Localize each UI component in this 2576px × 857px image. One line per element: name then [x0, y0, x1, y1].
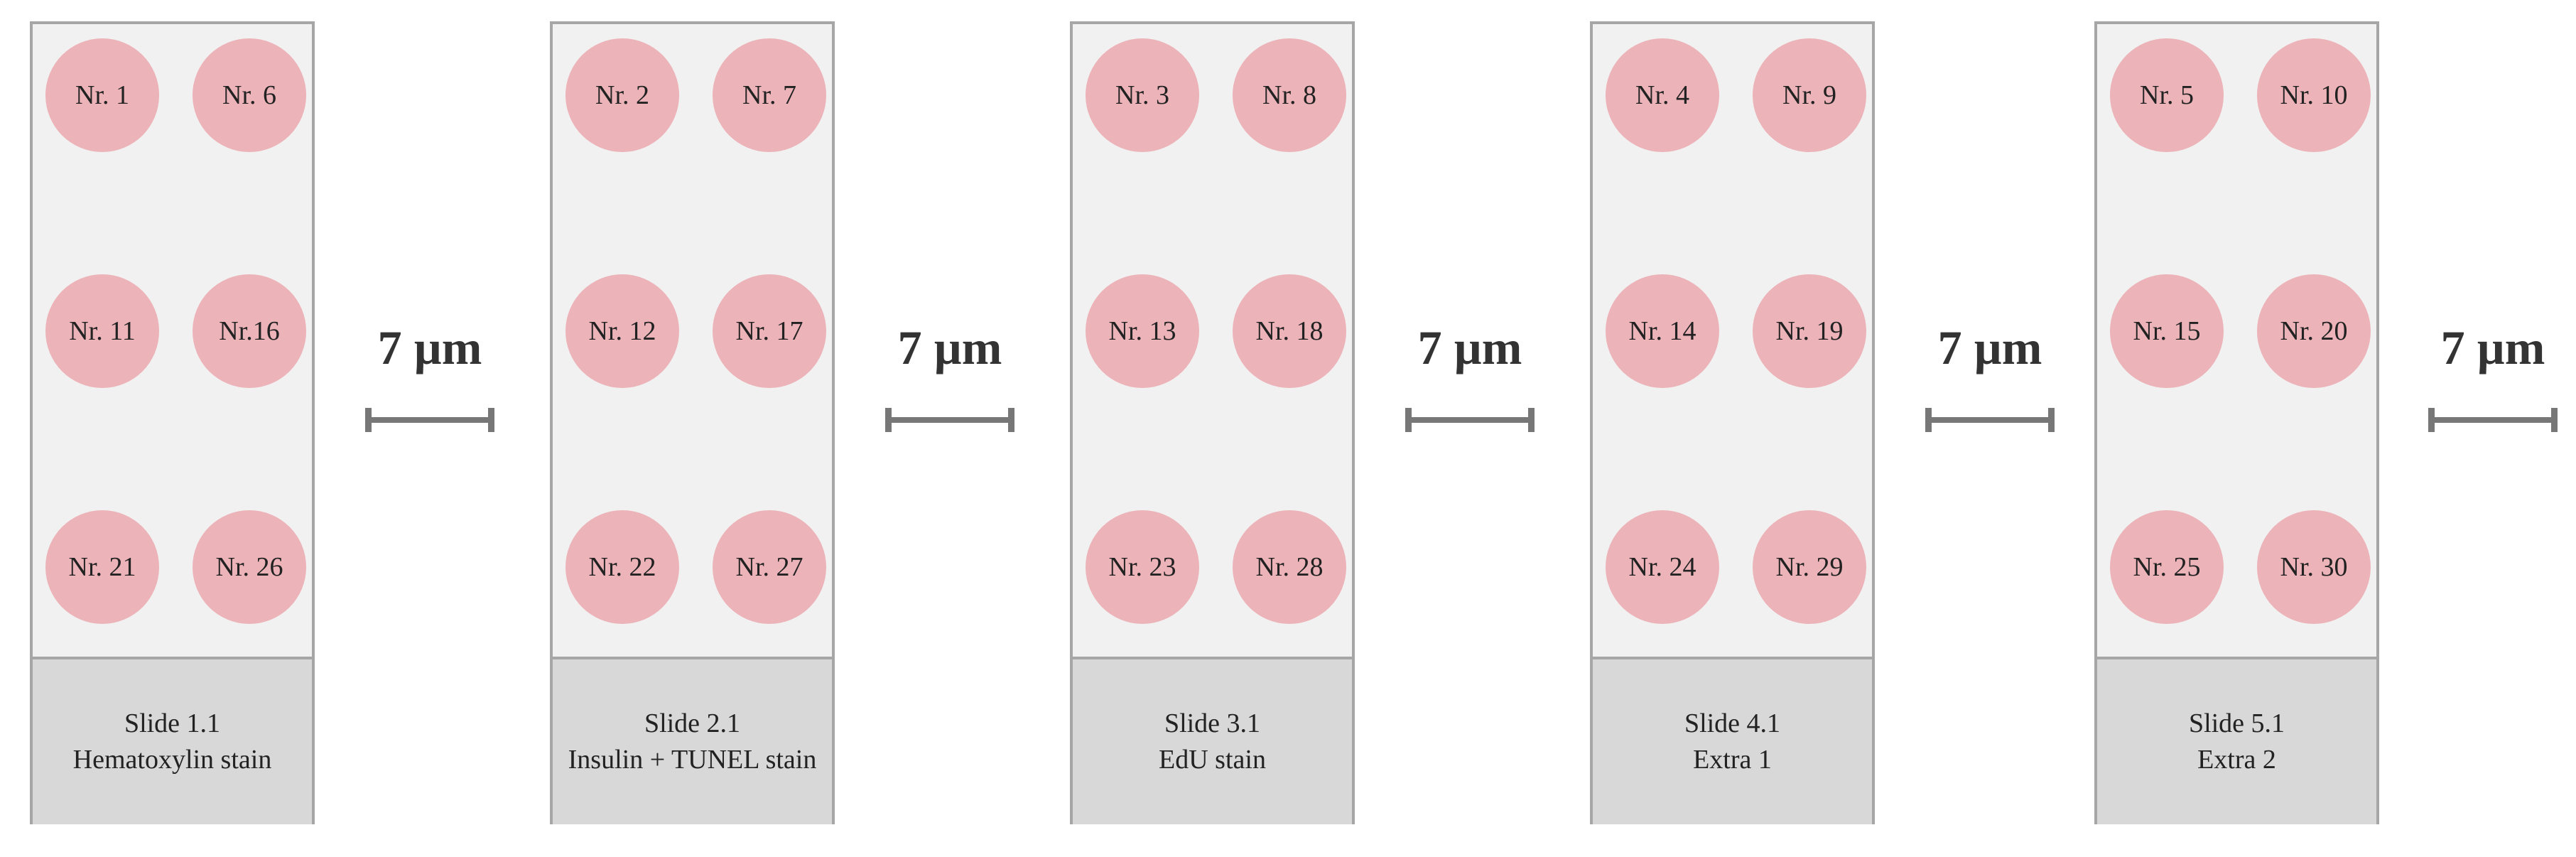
section-circle: Nr. 26: [193, 510, 306, 624]
slide-2: Nr. 2 Nr. 7 Nr. 12 Nr. 17 Nr. 22 Nr. 27 …: [550, 21, 835, 824]
slide-2-sections: Nr. 2 Nr. 7 Nr. 12 Nr. 17 Nr. 22 Nr. 27: [553, 24, 832, 657]
slide-1: Nr. 1 Nr. 6 Nr. 11 Nr.16 Nr. 21 Nr. 26 S…: [30, 21, 315, 824]
section-circle: Nr.16: [193, 274, 306, 388]
slide-5-label-area: Slide 5.1 Extra 2: [2097, 657, 2376, 824]
section-circle: Nr. 2: [565, 38, 679, 152]
slide-4: Nr. 4 Nr. 9 Nr. 14 Nr. 19 Nr. 24 Nr. 29 …: [1590, 21, 1875, 824]
slide-4-label-area: Slide 4.1 Extra 1: [1593, 657, 1872, 824]
slide-3-sections: Nr. 3 Nr. 8 Nr. 13 Nr. 18 Nr. 23 Nr. 28: [1073, 24, 1352, 657]
scale-bar: [1405, 408, 1535, 432]
slide-5: Nr. 5 Nr. 10 Nr. 15 Nr. 20 Nr. 25 Nr. 30…: [2094, 21, 2379, 824]
section-circle: Nr. 24: [1606, 510, 1719, 624]
scale-bar: [2428, 408, 2558, 432]
section-spacing-1: 7 µm: [362, 320, 497, 448]
slide-title: Slide 4.1: [1684, 708, 1781, 738]
section-spacing-4: 7 µm: [1922, 320, 2057, 448]
section-circle: Nr. 17: [713, 274, 826, 388]
spacing-label: 7 µm: [2440, 320, 2545, 374]
slide-3: Nr. 3 Nr. 8 Nr. 13 Nr. 18 Nr. 23 Nr. 28 …: [1070, 21, 1355, 824]
slide-2-label-area: Slide 2.1 Insulin + TUNEL stain: [553, 657, 832, 824]
section-circle: Nr. 6: [193, 38, 306, 152]
section-circle: Nr. 5: [2110, 38, 2224, 152]
section-circle: Nr. 19: [1753, 274, 1866, 388]
scale-bar: [1925, 408, 2055, 432]
section-circle: Nr. 30: [2257, 510, 2371, 624]
section-circle: Nr. 8: [1233, 38, 1346, 152]
scale-bar: [365, 408, 494, 432]
slide-title: Slide 5.1: [2188, 708, 2285, 738]
section-circle: Nr. 18: [1233, 274, 1346, 388]
section-circle: Nr. 27: [713, 510, 826, 624]
slide-stain: Extra 2: [2197, 745, 2276, 775]
slide-1-sections: Nr. 1 Nr. 6 Nr. 11 Nr.16 Nr. 21 Nr. 26: [33, 24, 312, 657]
section-circle: Nr. 29: [1753, 510, 1866, 624]
spacing-label: 7 µm: [1417, 320, 1522, 374]
slide-stain: EdU stain: [1159, 745, 1266, 775]
section-circle: Nr. 21: [45, 510, 159, 624]
section-spacing-2: 7 µm: [882, 320, 1017, 448]
section-circle: Nr. 14: [1606, 274, 1719, 388]
slide-4-sections: Nr. 4 Nr. 9 Nr. 14 Nr. 19 Nr. 24 Nr. 29: [1593, 24, 1872, 657]
section-spacing-3: 7 µm: [1402, 320, 1537, 448]
section-spacing-5: 7 µm: [2425, 320, 2560, 448]
slide-stain: Insulin + TUNEL stain: [568, 745, 817, 775]
section-circle: Nr. 28: [1233, 510, 1346, 624]
spacing-label: 7 µm: [377, 320, 482, 374]
section-circle: Nr. 25: [2110, 510, 2224, 624]
section-circle: Nr. 12: [565, 274, 679, 388]
section-circle: Nr. 23: [1086, 510, 1199, 624]
section-circle: Nr. 9: [1753, 38, 1866, 152]
section-circle: Nr. 10: [2257, 38, 2371, 152]
section-circle: Nr. 1: [45, 38, 159, 152]
slide-1-label-area: Slide 1.1 Hematoxylin stain: [33, 657, 312, 824]
slide-title: Slide 2.1: [644, 708, 741, 738]
section-circle: Nr. 11: [45, 274, 159, 388]
spacing-label: 7 µm: [1937, 320, 2042, 374]
section-circle: Nr. 4: [1606, 38, 1719, 152]
section-circle: Nr. 7: [713, 38, 826, 152]
slide-3-label-area: Slide 3.1 EdU stain: [1073, 657, 1352, 824]
section-circle: Nr. 3: [1086, 38, 1199, 152]
scale-bar: [885, 408, 1014, 432]
section-circle: Nr. 22: [565, 510, 679, 624]
section-circle: Nr. 15: [2110, 274, 2224, 388]
slide-title: Slide 1.1: [124, 708, 221, 738]
slide-title: Slide 3.1: [1164, 708, 1261, 738]
spacing-label: 7 µm: [897, 320, 1002, 374]
section-circle: Nr. 13: [1086, 274, 1199, 388]
section-circle: Nr. 20: [2257, 274, 2371, 388]
slide-5-sections: Nr. 5 Nr. 10 Nr. 15 Nr. 20 Nr. 25 Nr. 30: [2097, 24, 2376, 657]
slide-stain: Extra 1: [1693, 745, 1772, 775]
slide-stain: Hematoxylin stain: [72, 745, 272, 775]
